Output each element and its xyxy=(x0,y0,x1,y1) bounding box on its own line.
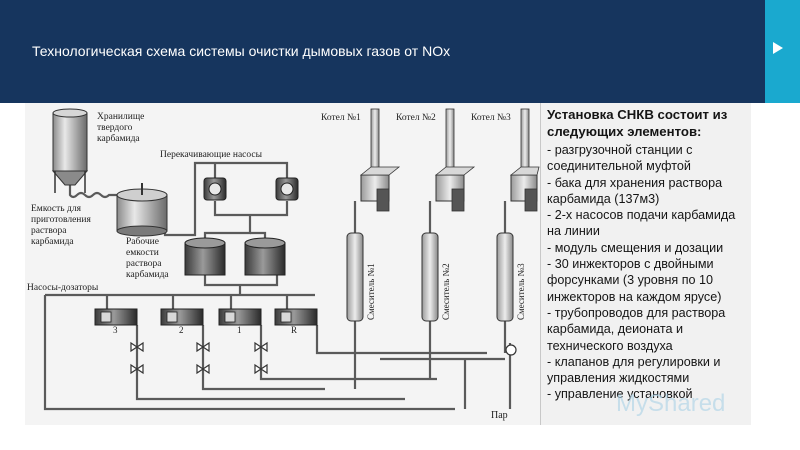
boiler-2 xyxy=(434,108,476,212)
components-item: - модуль смещения и дозации xyxy=(547,240,724,255)
components-item: - трубопроводов для раствора карбамида, … xyxy=(547,305,726,353)
valve-icons xyxy=(130,341,517,375)
dosing-pump-2 xyxy=(160,308,204,326)
label-storage-l1: Хранилище xyxy=(97,112,144,122)
label-pump-3: 3 xyxy=(113,325,118,335)
label-mixer-3: Смеситель №3 xyxy=(516,263,526,320)
label-prep-l1: Емкость для xyxy=(31,204,82,214)
boiler-1 xyxy=(359,108,401,212)
working-tank-2 xyxy=(244,237,286,276)
dosing-pump-r xyxy=(274,308,318,326)
components-item: - управление установкой xyxy=(547,387,693,402)
components-item: - клапанов для регулировки и управления … xyxy=(547,354,721,386)
label-boiler-3: Котел №3 xyxy=(471,113,511,123)
label-work-l3: раствора xyxy=(126,259,162,269)
components-item: - 30 инжекторов с двойными форсунками (3… xyxy=(547,257,722,304)
bottom-strip xyxy=(0,425,800,450)
transfer-pump-1 xyxy=(203,177,227,201)
process-diagram: Хранилище твердого карбамида Перекачиваю… xyxy=(25,103,540,425)
label-pump-r: R xyxy=(291,325,297,335)
mixer-1 xyxy=(346,232,364,322)
label-dosing-pumps: Насосы-дозаторы xyxy=(27,283,99,293)
label-storage-l3: карбамида xyxy=(97,133,140,144)
preparation-tank xyxy=(116,183,168,237)
label-pump-1: 1 xyxy=(237,325,242,335)
watermark: MyShared xyxy=(616,390,726,417)
slide-title: Технологическая схема системы очистки ды… xyxy=(32,43,451,59)
label-pump-2: 2 xyxy=(179,325,184,335)
working-tank-1 xyxy=(184,237,226,276)
components-panel: Установка СНКВ состоит из следующих элем… xyxy=(540,103,751,425)
boiler-3 xyxy=(509,108,540,212)
label-boiler-2: Котел №2 xyxy=(396,113,436,123)
label-transfer-pumps: Перекачивающие насосы xyxy=(160,150,263,160)
dosing-pump-1 xyxy=(218,308,262,326)
mixer-2 xyxy=(421,232,439,322)
components-item: - разгрузочной станции с соединительной … xyxy=(547,143,693,174)
label-work-l2: емкости xyxy=(126,248,159,258)
pipe-network xyxy=(43,161,512,411)
arrow-icon xyxy=(773,42,783,54)
title-bar: Технологическая схема системы очистки ды… xyxy=(0,0,800,103)
label-prep-l4: карбамида xyxy=(31,236,74,247)
label-prep-l3: раствора xyxy=(31,226,67,236)
dosing-pump-3 xyxy=(94,308,138,326)
label-steam: Пар xyxy=(491,410,508,421)
label-mixer-2: Смеситель №2 xyxy=(441,263,451,320)
mixer-3 xyxy=(496,232,514,322)
components-item: - бака для хранения раствора карбамида (… xyxy=(547,175,723,206)
storage-silo xyxy=(51,108,89,193)
label-work-l1: Рабочие xyxy=(126,236,159,247)
label-boiler-1: Котел №1 xyxy=(321,113,361,123)
components-list: - разгрузочной станции с соединительной … xyxy=(547,142,747,403)
transfer-pump-2 xyxy=(275,177,299,201)
label-work-l4: карбамида xyxy=(126,269,169,280)
components-item: - 2-х насосов подачи карбамида на линии xyxy=(547,208,736,239)
components-heading: Установка СНКВ состоит из следующих элем… xyxy=(547,107,728,139)
process-diagram-svg: Хранилище твердого карбамида Перекачиваю… xyxy=(27,108,540,421)
label-mixer-1: Смеситель №1 xyxy=(366,263,376,320)
label-prep-l2: приготовления xyxy=(31,215,91,225)
label-storage-l2: твердого xyxy=(97,123,133,133)
